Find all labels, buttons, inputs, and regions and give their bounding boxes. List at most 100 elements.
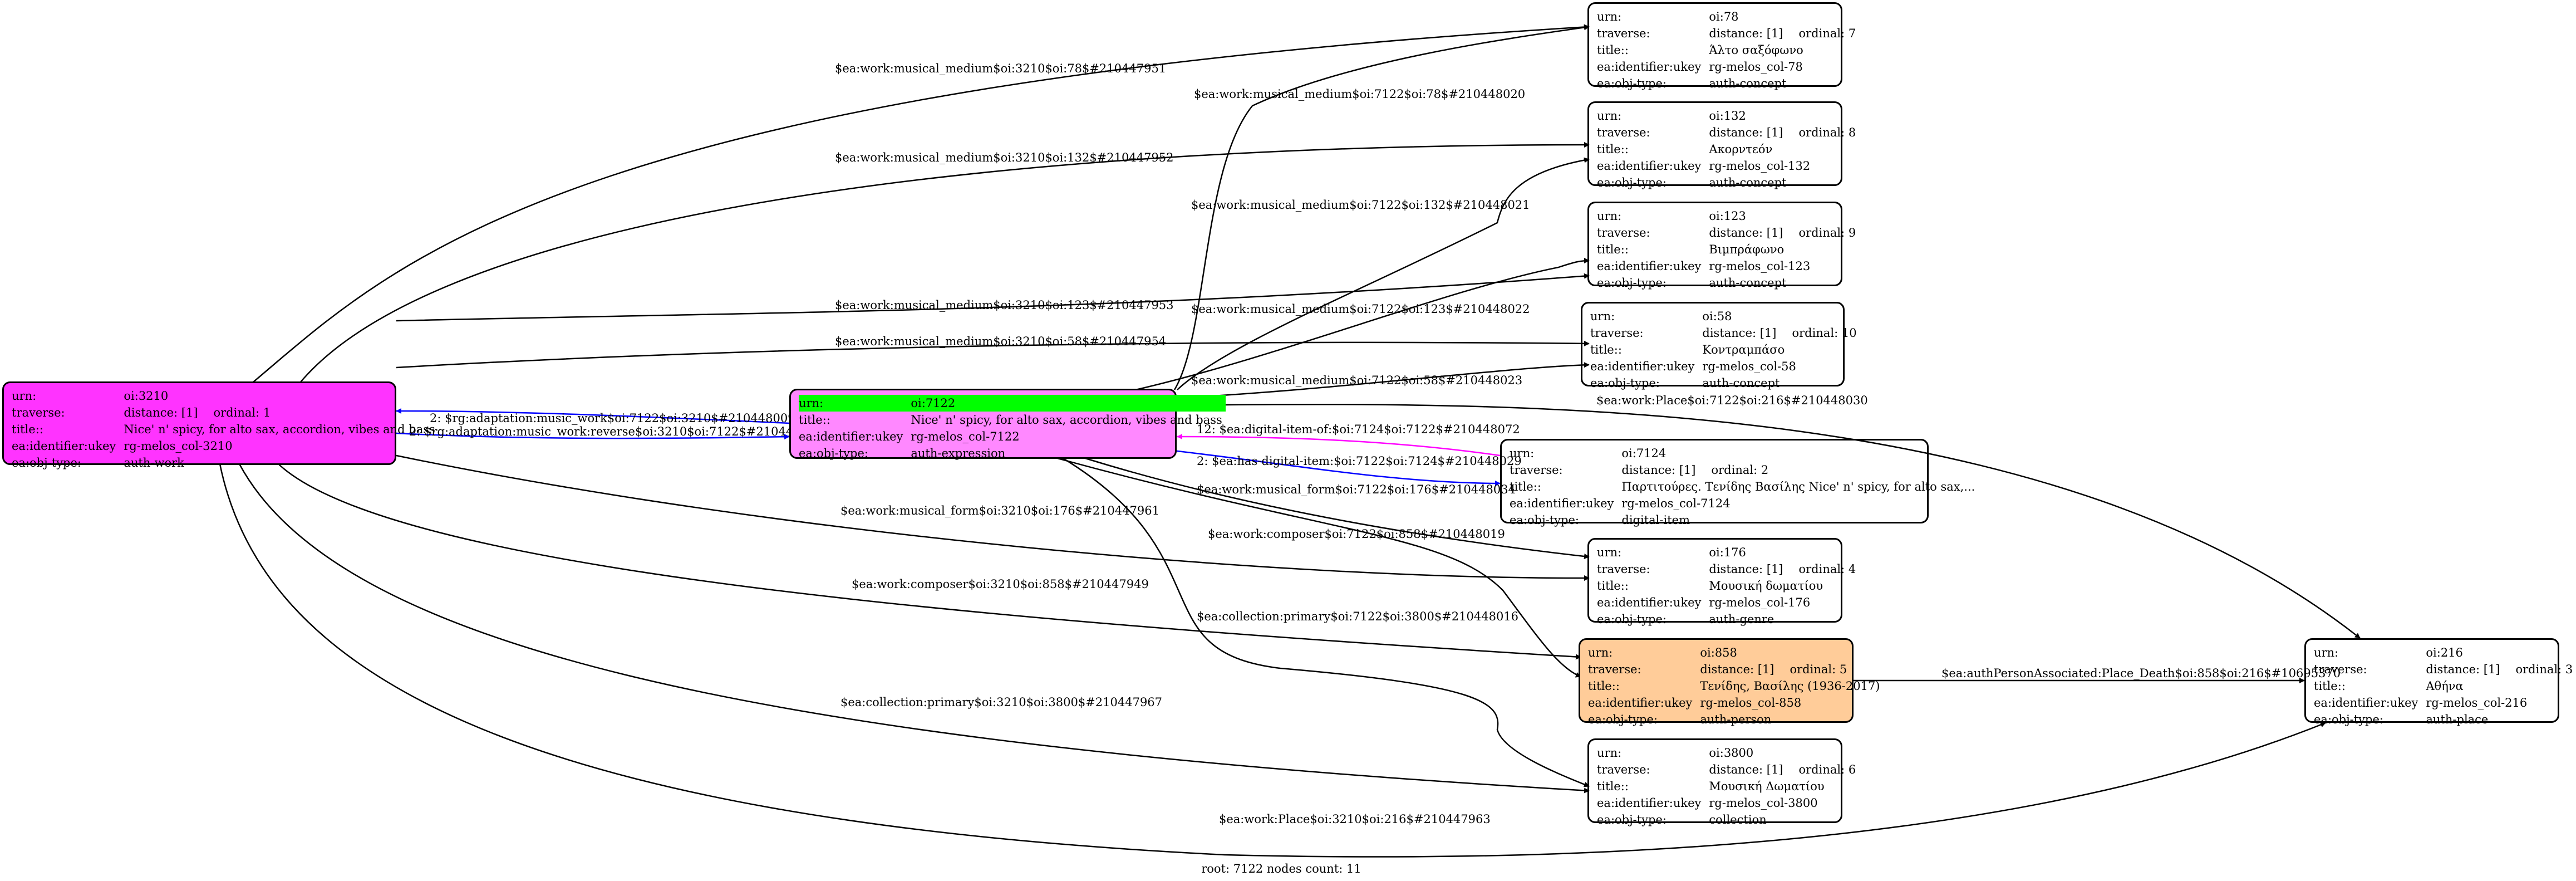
edge-label-e15: $ea:work:musical_form$oi:3210$oi:176$#21… bbox=[840, 504, 1159, 517]
field-label-title: title:: bbox=[2314, 679, 2346, 693]
node-fields: urn:oi:123 traverse:distance: [1]ordinal… bbox=[1597, 208, 1859, 291]
node-title: Τενίδης, Βασίλης (1936-2017) bbox=[1700, 679, 1880, 693]
field-label-ukey: ea:identifier:ukey bbox=[1597, 260, 1702, 273]
field-label-objtype: ea:obj-type: bbox=[2314, 713, 2383, 726]
node-oi123[interactable]: urn:oi:123 traverse:distance: [1]ordinal… bbox=[1587, 202, 1856, 290]
node-fields: urn:oi:78 traverse:distance: [1]ordinal:… bbox=[1597, 8, 1859, 92]
node-title: Κοντραμπάσο bbox=[1702, 343, 1785, 356]
edge-e7 bbox=[396, 340, 1590, 369]
node-urn: oi:7124 bbox=[1621, 447, 1666, 460]
node-title: Μουσική δωματίου bbox=[1709, 579, 1823, 593]
node-distance: distance: [1] bbox=[1709, 126, 1783, 139]
node-oi3210[interactable]: urn:oi:3210 traverse:distance: [1]ordina… bbox=[2, 381, 435, 469]
node-distance: distance: [1] bbox=[1700, 663, 1774, 676]
node-title: Παρτιτούρες. Τενίδης Βασίλης Nice' n' sp… bbox=[1621, 480, 1975, 493]
node-fields: urn:oi:3210 traverse:distance: [1]ordina… bbox=[12, 388, 439, 471]
node-oi176[interactable]: urn:oi:176 traverse:distance: [1]ordinal… bbox=[1587, 538, 1856, 626]
node-oi858[interactable]: urn: oi:858 traverse: distance: [1] ordinal… bbox=[1579, 638, 1880, 726]
field-label-objtype: ea:obj-type: bbox=[1597, 813, 1666, 826]
node-oi7124[interactable]: urn:oi:7124 traverse:distance: [1]ordina… bbox=[1500, 439, 1975, 527]
node-distance: distance: [1] bbox=[124, 406, 198, 419]
node-distance: distance: [1] bbox=[2426, 663, 2500, 676]
node-ukey: rg-melos_col-3210 bbox=[124, 439, 233, 453]
node-distance: distance: [1] bbox=[1621, 463, 1696, 477]
edge-e12 bbox=[1177, 434, 1501, 457]
node-urn: oi:123 bbox=[1709, 209, 1746, 223]
node-fields: urn:oi:58 traverse:distance: [1]ordinal:… bbox=[1590, 308, 1860, 391]
field-label-ukey: ea:identifier:ukey bbox=[1590, 360, 1695, 373]
field-label-title: title:: bbox=[1590, 343, 1622, 356]
field-label-urn: urn: bbox=[1590, 310, 1615, 323]
node-ukey: rg-melos_col-58 bbox=[1702, 360, 1796, 373]
field-label-ukey: ea:identifier:ukey bbox=[799, 430, 903, 443]
node-urn: oi:858 bbox=[1700, 646, 1737, 659]
edge-label-e14: $ea:work:musical_form$oi:7122$oi:176$#21… bbox=[1197, 483, 1516, 496]
edge-e13 bbox=[1157, 448, 1501, 486]
node-ordinal: ordinal: 4 bbox=[1798, 562, 1856, 576]
field-label-urn: urn: bbox=[2314, 646, 2339, 659]
node-ukey: rg-melos_col-123 bbox=[1709, 260, 1811, 273]
node-oi7122[interactable]: urn:oi:7122 title::Nice' n' spicy, for a… bbox=[789, 389, 1226, 460]
field-label-title: title:: bbox=[1597, 243, 1629, 256]
node-oi3800[interactable]: urn:oi:3800 traverse:distance: [1]ordina… bbox=[1587, 738, 1856, 826]
node-oi216[interactable]: urn:oi:216 traverse:distance: [1]ordinal… bbox=[2304, 638, 2573, 726]
field-label-traverse: traverse: bbox=[1588, 663, 1641, 676]
field-label-objtype: ea:obj-type: bbox=[1588, 713, 1658, 726]
node-ordinal: ordinal: 1 bbox=[213, 406, 271, 419]
edge-label-e19: $ea:collection:primary$oi:3210$oi:3800$#… bbox=[840, 696, 1162, 709]
node-objtype: auth-concept bbox=[1709, 276, 1787, 290]
field-label-urn: urn: bbox=[12, 389, 37, 403]
field-label-ukey: ea:identifier:ukey bbox=[2314, 696, 2418, 709]
edge-e15 bbox=[396, 454, 1590, 581]
graph-footer: root: 7122 nodes count: 11 bbox=[1201, 862, 1361, 875]
field-label-objtype: ea:obj-type: bbox=[799, 447, 868, 460]
node-urn: oi:216 bbox=[2426, 646, 2463, 659]
field-label-title: title:: bbox=[799, 413, 830, 427]
field-label-title: title:: bbox=[1597, 780, 1629, 793]
node-ordinal: ordinal: 6 bbox=[1798, 763, 1856, 776]
edge-label-e8: $ea:work:musical_medium$oi:7122$oi:58$#2… bbox=[1191, 374, 1522, 387]
field-label-objtype: ea:obj-type: bbox=[1590, 376, 1660, 390]
edge-e9 bbox=[396, 408, 790, 424]
node-ukey: rg-melos_col-7122 bbox=[911, 430, 1020, 443]
field-label-title: title:: bbox=[12, 423, 43, 436]
edge-label-e3: $ea:work:musical_medium$oi:3210$oi:132$#… bbox=[835, 151, 1174, 164]
node-objtype: auth-expression bbox=[911, 447, 1006, 460]
field-label-urn: urn: bbox=[1588, 646, 1613, 659]
node-urn: oi:58 bbox=[1702, 310, 1732, 323]
edge-e18 bbox=[1063, 457, 1590, 787]
node-objtype: auth-concept bbox=[1709, 77, 1787, 90]
node-oi78[interactable]: urn:oi:78 traverse:distance: [1]ordinal:… bbox=[1587, 2, 1856, 90]
field-label-ukey: ea:identifier:ukey bbox=[1597, 159, 1702, 173]
field-label-ukey: ea:identifier:ukey bbox=[1597, 796, 1702, 810]
edge-e4 bbox=[1177, 157, 1590, 390]
field-label-ukey: ea:identifier:ukey bbox=[1510, 497, 1614, 510]
node-ordinal: ordinal: 8 bbox=[1798, 126, 1856, 139]
edge-label-e12: 12: $ea:digital-item-of:$oi:7124$oi:7122… bbox=[1197, 423, 1520, 436]
field-label-urn: urn: bbox=[1597, 546, 1622, 559]
node-distance: distance: [1] bbox=[1709, 562, 1783, 576]
edge-label-e21: $ea:work:Place$oi:3210$oi:216$#210447963 bbox=[1219, 813, 1491, 826]
node-ukey: rg-melos_col-176 bbox=[1709, 596, 1811, 609]
node-fields: urn: oi:858 traverse: distance: [1] ordinal… bbox=[1588, 644, 1884, 728]
node-ordinal: ordinal: 5 bbox=[1790, 663, 1847, 676]
node-objtype: auth-work bbox=[124, 456, 184, 469]
node-fields: urn:oi:7122 title::Nice' n' spicy, for a… bbox=[799, 395, 1226, 462]
node-ukey: rg-melos_col-858 bbox=[1700, 696, 1802, 709]
node-oi132[interactable]: urn:oi:132 traverse:distance: [1]ordinal… bbox=[1587, 101, 1856, 189]
node-fields: urn:oi:176 traverse:distance: [1]ordinal… bbox=[1597, 544, 1859, 628]
field-label-traverse: traverse: bbox=[2314, 663, 2367, 676]
node-objtype: auth-genre bbox=[1709, 613, 1774, 626]
edge-label-e16: $ea:work:composer$oi:7122$oi:858$#210448… bbox=[1208, 527, 1505, 541]
edge-label-e13: 2: $ea:has-digital-item:$oi:7122$oi:7124… bbox=[1197, 454, 1522, 468]
field-label-urn: urn: bbox=[1597, 10, 1622, 23]
field-label-title: title:: bbox=[1597, 43, 1629, 57]
node-fields: urn:oi:3800 traverse:distance: [1]ordina… bbox=[1597, 745, 1859, 828]
edge-e2 bbox=[1173, 25, 1590, 390]
field-label-urn: urn: bbox=[1597, 209, 1622, 223]
node-oi58[interactable]: urn:oi:58 traverse:distance: [1]ordinal:… bbox=[1581, 302, 1857, 390]
field-label-title: title:: bbox=[1597, 143, 1629, 156]
field-label-urn: urn: bbox=[799, 395, 911, 412]
field-label-objtype: ea:obj-type: bbox=[1510, 513, 1579, 527]
